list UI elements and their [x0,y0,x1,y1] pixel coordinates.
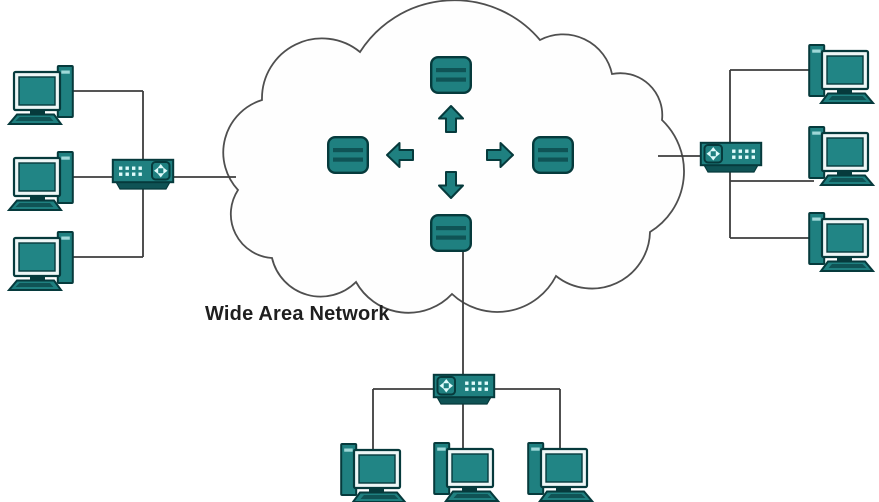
workstation-icon-left-2 [7,150,74,212]
router-icon-left [327,135,369,175]
workstation-icon-bottom-2 [433,441,500,502]
wan-label: Wide Area Network [205,303,390,325]
workstation-icon-right-1 [808,43,875,105]
workstation-icon-bottom-1 [340,442,407,502]
workstation-icon-bottom-3 [527,441,594,502]
router-icon-top [430,56,472,95]
workstation-icon-left-3 [7,230,74,292]
workstation-icon-right-3 [808,211,875,273]
switch-icon-left-lan [111,158,175,190]
router-icon-right [532,135,574,175]
switch-icon-right-lan [701,143,761,172]
switch-icon-bottom-lan [434,375,494,404]
router-icon-bottom [430,213,472,253]
wan-cloud [222,0,685,314]
workstation-icon-right-2 [808,125,875,187]
workstation-icon-left-1 [7,64,74,126]
